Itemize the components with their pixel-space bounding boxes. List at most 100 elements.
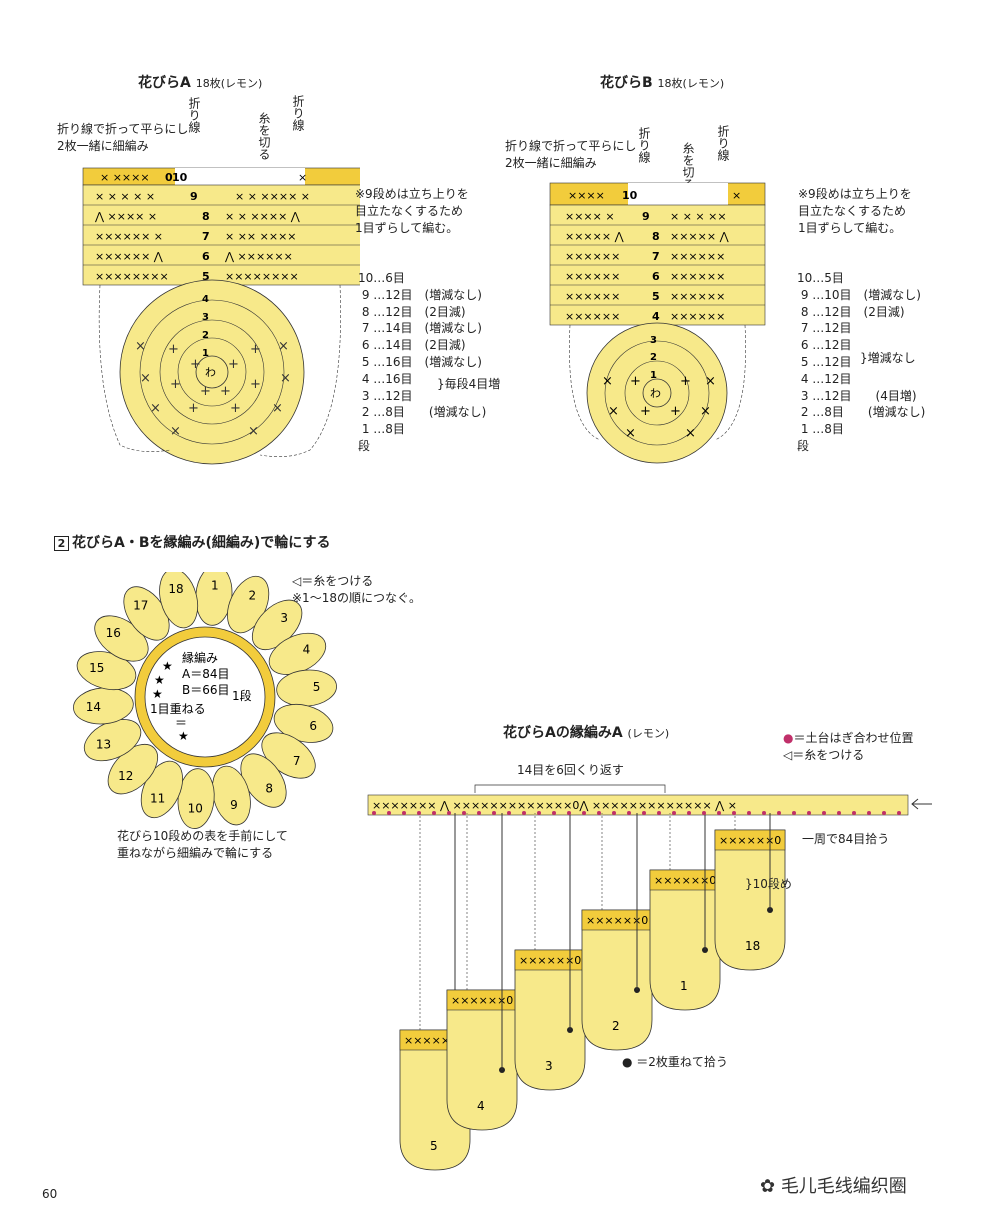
svg-text:× × × × ×: × × × × × [95, 190, 155, 203]
star-mark: ★ [154, 673, 165, 687]
join-dot [462, 811, 466, 815]
star-mark: ★ [152, 687, 163, 701]
svg-text:4: 4 [652, 310, 660, 323]
join-dot [867, 811, 871, 815]
petal-number-13: 13 [96, 737, 111, 751]
star-mark: ★ [178, 729, 189, 743]
join-dot [732, 811, 736, 815]
svg-text:××××××: ×××××× [670, 290, 725, 303]
petal-a-cut-yarn-label: 糸を切る [257, 112, 271, 160]
svg-text:9: 9 [642, 210, 650, 223]
join-dot [702, 811, 706, 815]
join-dot [807, 811, 811, 815]
svg-text:×: × [625, 426, 636, 441]
petal-number-6: 6 [309, 719, 317, 733]
svg-text:+: + [670, 404, 681, 419]
join-dot [417, 811, 421, 815]
svg-text:××××××: ×××××× [565, 270, 620, 283]
svg-text:5: 5 [652, 290, 660, 303]
svg-text:+: + [168, 342, 179, 357]
edging-stitches: ××××××0 [519, 954, 581, 967]
edging-stitches: ××××××0 [451, 994, 513, 1007]
svg-text:××××××: ×××××× [670, 250, 725, 263]
join-dot [432, 811, 436, 815]
svg-text:×: × [170, 424, 181, 439]
join-dot [717, 811, 721, 815]
svg-text:×××× ×: ×××× × [565, 210, 615, 223]
svg-text:+: + [250, 377, 261, 392]
petal-a-brace-label: }毎段4目増 [437, 377, 501, 391]
ring-label-4: 1目重ねる [150, 702, 206, 716]
ring-inner [144, 636, 266, 758]
star-mark: ★ [162, 659, 173, 673]
petal-b-cut-yarn-label: 糸を切る [681, 142, 695, 190]
svg-text:9: 9 [190, 190, 198, 203]
petal-number-16: 16 [106, 626, 121, 640]
svg-text:××××××: ×××××× [565, 310, 620, 323]
join-dot [882, 811, 886, 815]
petal-a-fold-line-label-1: 折り線 [187, 97, 201, 133]
svg-text:+: + [230, 401, 241, 416]
edging-petal-number: 18 [745, 939, 760, 953]
svg-text:××××××: ×××××× [565, 290, 620, 303]
flower-ring-diagram: 123456789101112131415161718縁編みA＝84目B＝66目… [73, 572, 337, 829]
svg-text:××××× ⋀: ××××× ⋀ [565, 230, 625, 243]
svg-text:×: × [135, 339, 146, 354]
join-dot [822, 811, 826, 815]
svg-text:6: 6 [202, 250, 210, 263]
svg-text:×: × [150, 401, 161, 416]
petal-number-7: 7 [293, 754, 301, 768]
svg-text:×: × [280, 371, 291, 386]
ring-label-5: ＝ [175, 716, 187, 730]
edging-title: 花びらAの縁編みA (レモン) [503, 725, 670, 741]
section2-caption: 花びら10段めの表を手前にして重ねながら細編みで輪にする [117, 829, 288, 860]
svg-text:×: × [278, 339, 289, 354]
join-dot [627, 811, 631, 815]
join-dot [897, 811, 901, 815]
edging-repeat-label: 14目を6回くり返す [517, 763, 624, 777]
svg-text:3: 3 [202, 312, 209, 323]
svg-text:×: × [685, 426, 696, 441]
edging-petal-number: 3 [545, 1059, 553, 1073]
svg-text:+: + [228, 357, 239, 372]
svg-text:+: + [188, 401, 199, 416]
edging-petal-4 [446, 989, 518, 1131]
petal-number-15: 15 [89, 661, 104, 675]
join-dot [597, 811, 601, 815]
svg-text:××××××× ⋀ ×××××××××××××0⋀ ××: ××××××× ⋀ ×××××××××××××0⋀ ××××××××××××× … [372, 799, 737, 812]
svg-text:×: × [732, 189, 741, 202]
join-dot [552, 811, 556, 815]
join-dot [762, 811, 766, 815]
edging-diagram: ××××××× ⋀ ×××××××××××××0⋀ ××××××××××××× … [367, 784, 932, 1171]
join-dot [672, 811, 676, 815]
svg-text:× × ×××× ⋀: × × ×××× ⋀ [225, 210, 301, 223]
svg-text:××××××: ×××××× [670, 310, 725, 323]
petal-number-11: 11 [150, 792, 165, 806]
svg-text:+: + [170, 377, 181, 392]
petal-b-row-counts: 10…5目 9 …10目 (増減なし) 8 …12目 (2目減) 7 …12目 … [797, 271, 926, 453]
join-dot [402, 811, 406, 815]
petal-number-3: 3 [280, 611, 288, 625]
petal-number-17: 17 [133, 598, 148, 612]
edging-legend: ●＝土台はぎ合わせ位置 ◁＝糸をつける [783, 731, 914, 762]
edging-petal-number: 1 [680, 979, 688, 993]
edging-stitches: ××××××0 [586, 914, 648, 927]
petal-a-diagram: × ×××× × × × × × ×× × ×××× × ⋀ ×××× ×× ×… [82, 167, 360, 465]
edging-row10-label: }10段め [745, 877, 792, 891]
petal-b-fold-line-label-2: 折り線 [716, 125, 730, 161]
join-dot [837, 811, 841, 815]
join-dot [492, 811, 496, 815]
svg-text:+: + [640, 404, 651, 419]
svg-text:8: 8 [652, 230, 660, 243]
ring-label-3: 1段 [232, 688, 252, 703]
watermark: ✿ 毛儿毛线编织圈 [760, 1176, 907, 1197]
ring-label-1: A＝84目 [182, 667, 229, 681]
petal-number-9: 9 [230, 798, 238, 812]
svg-text:7: 7 [202, 230, 210, 243]
petal-b-fold-line-label-1: 折り線 [637, 127, 651, 163]
svg-text:×: × [140, 371, 151, 386]
svg-text:×××××× ×: ×××××× × [95, 230, 163, 243]
